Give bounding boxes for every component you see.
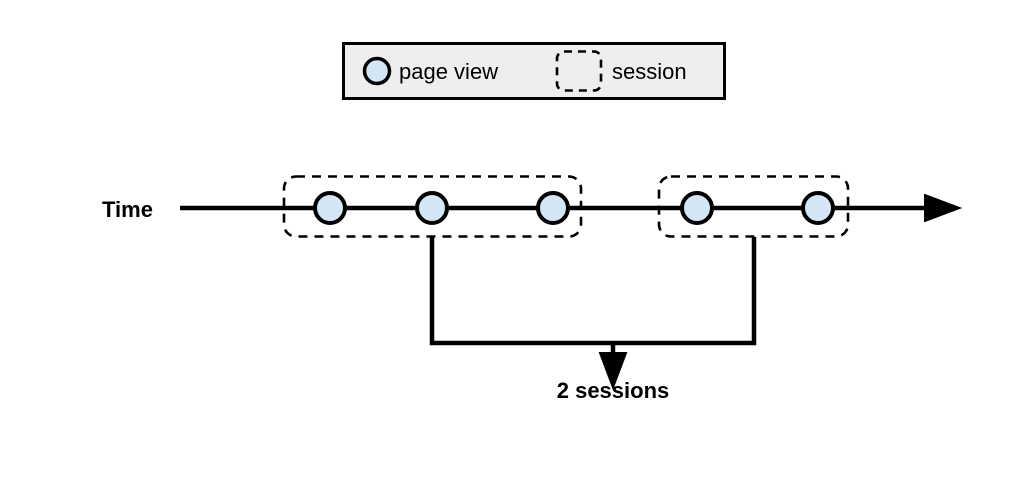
page-view-node	[680, 191, 714, 225]
legend-item-page-view: page view	[362, 56, 498, 86]
session-box-2	[657, 175, 850, 238]
page-view-node	[313, 191, 347, 225]
time-axis-label: Time	[102, 197, 153, 222]
legend: page view session	[342, 42, 726, 100]
page-view-node	[801, 191, 835, 225]
callout-bracket	[429, 237, 757, 346]
legend-item-session: session	[555, 50, 687, 92]
circle-icon	[362, 56, 392, 86]
timeline: Time	[102, 175, 963, 238]
legend-item-label: session	[612, 59, 687, 84]
session-count-label: 2 sessions	[557, 378, 670, 403]
page-view-node	[536, 191, 570, 225]
legend-item-label: page view	[399, 59, 498, 84]
session-box-1	[282, 175, 583, 238]
page-view-node	[415, 191, 449, 225]
session-count-callout: 2 sessions	[429, 237, 757, 403]
legend-box	[342, 42, 726, 100]
dashed-rounded-square-icon	[555, 50, 603, 92]
